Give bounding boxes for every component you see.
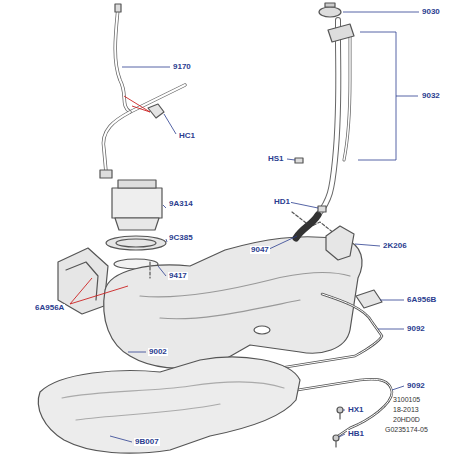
callout-number: 9170 [172, 63, 192, 71]
callout-number: HX1 [347, 406, 365, 414]
drawing-note: G0235174-05 [384, 426, 429, 433]
callout-number: 6A956A [34, 304, 65, 312]
callout-number: 9B007 [134, 438, 160, 446]
callout-number: 6A956B [406, 296, 437, 304]
callout-number: HB1 [347, 430, 365, 438]
callout-number: 9417 [168, 272, 188, 280]
drawing-note: 18-2013 [392, 406, 420, 413]
callout-number: 9092 [406, 325, 426, 333]
callout-number: HD1 [273, 198, 291, 206]
drawing-note: 3100105 [392, 396, 421, 403]
callout-number: HC1 [178, 132, 196, 140]
callout-number: 9002 [148, 348, 168, 356]
callout-number: 9032 [421, 92, 441, 100]
callout-number: 2K206 [382, 242, 408, 250]
callout-number: 9030 [421, 8, 441, 16]
callout-number: 9A314 [168, 200, 194, 208]
drawing-note: 20HD0D [392, 416, 421, 423]
callout-number: 9092 [406, 382, 426, 390]
callout-number: 9047 [250, 246, 270, 254]
callout-number: HS1 [267, 155, 285, 163]
callout-number: 9C385 [168, 234, 194, 242]
